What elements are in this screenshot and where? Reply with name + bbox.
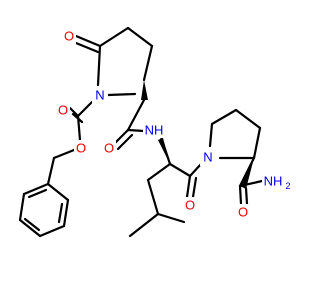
atom-pro-amide-nh2-subscript: 2 — [285, 181, 290, 191]
molecule-structure-diagram: O N O O O NH O N O NH 2 — [18, 26, 292, 238]
atom-carbamate-o-ester: O — [76, 141, 86, 156]
bond-amide-c-nh — [126, 128, 146, 133]
bond-ring-n-c2 — [106, 92, 137, 97]
bond-leu-ca-cb — [146, 162, 172, 182]
atom-pro-n: N — [203, 150, 212, 165]
bond-ring-c5-c4 — [98, 26, 130, 48]
bond-leu-cg-cd2 — [156, 212, 186, 224]
bond-ring-carbonyl-2 — [74, 41, 100, 54]
bond-pro-amide-co-1 — [238, 184, 243, 206]
bond-pro-cd-cg — [210, 108, 238, 126]
bond-ph-inner-2 — [23, 217, 41, 232]
bond-leu-cg-cd1 — [128, 212, 160, 238]
bond-leu-co-2 — [191, 176, 198, 199]
atom-carbamate-o-double: O — [58, 103, 68, 118]
atom-leu-carbonyl-o: O — [185, 198, 195, 213]
bond-n-carbamate-c — [76, 100, 94, 118]
bond-ph-2 — [62, 198, 70, 228]
atom-pyroglu-n: N — [95, 88, 104, 103]
wedge-pro-ca — [240, 158, 254, 189]
bond-amide-co-2 — [116, 133, 134, 151]
bond-ph-inner-1 — [57, 202, 64, 224]
bond-amide-co-1 — [112, 128, 130, 146]
bond-carbamate-c-o-double-1 — [68, 106, 80, 118]
bond-ph-1 — [46, 182, 70, 202]
atom-ring-carbonyl-o: O — [64, 29, 74, 44]
bond-pro-cb-ca — [252, 126, 262, 160]
bond-pro-amide-co-2 — [244, 186, 249, 206]
bond-ch2-ph — [46, 156, 56, 186]
bond-pro-cg-cb — [234, 108, 262, 130]
bond-ring-c3-c2 — [142, 44, 154, 82]
bond-pro-n-cd — [208, 122, 214, 148]
bond-ph-3 — [38, 224, 66, 238]
bond-c2-amide-c — [126, 98, 146, 132]
atom-pro-amide-nh2: NH — [264, 174, 283, 189]
bond-leu-co-1 — [185, 174, 192, 199]
wedge-leu-ca — [158, 138, 170, 164]
wedge-pyroglu-c2 — [141, 80, 148, 100]
atom-pro-amide-o: O — [238, 205, 248, 220]
bond-ph-inner-3 — [27, 188, 48, 199]
stereo-wedges — [141, 80, 254, 189]
bond-ph-4 — [18, 218, 42, 238]
atom-amide1-o: O — [104, 141, 114, 156]
bonds — [18, 26, 264, 238]
bond-ph-5 — [18, 192, 26, 222]
bond-o-ch2 — [52, 148, 76, 160]
bond-ring-c5-n — [96, 44, 102, 87]
atom-labels: O N O O O NH O N O NH 2 — [56, 28, 292, 220]
bond-leu-cb-cg — [146, 178, 160, 216]
bond-ring-c4-c3 — [126, 26, 154, 48]
bond-carbamate-c-o-ester — [76, 114, 82, 142]
atom-amide1-nh: NH — [145, 123, 164, 138]
bond-ph-6 — [22, 182, 50, 196]
bond-leu-ca-c — [168, 162, 192, 178]
bond-ring-carbonyl-1 — [74, 34, 102, 48]
